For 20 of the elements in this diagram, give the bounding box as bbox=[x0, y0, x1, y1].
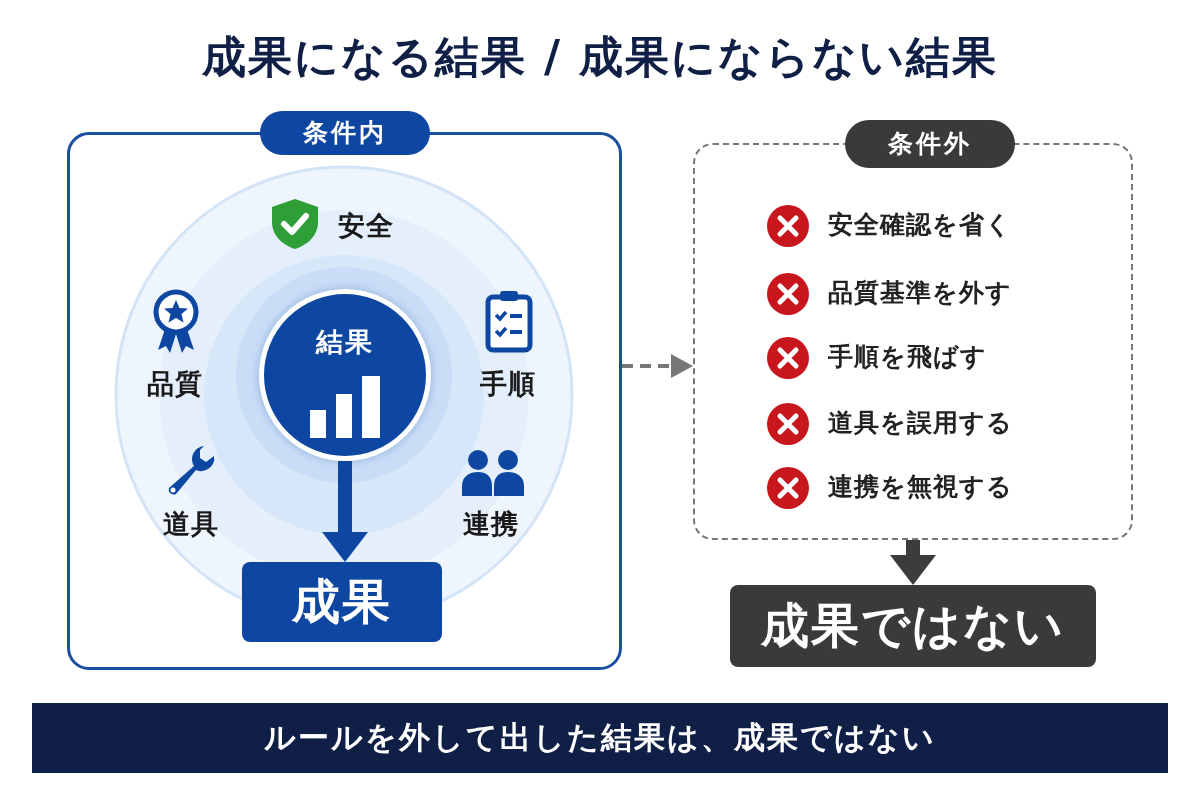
panel-heading-badge: 条件外 bbox=[845, 120, 1015, 168]
dashed-arrow bbox=[622, 354, 693, 378]
summary-banner: ルールを外して出した結果は、成果ではない bbox=[32, 703, 1168, 773]
arrow bbox=[322, 461, 368, 562]
outcome-box: 成果 bbox=[242, 562, 442, 642]
list-item: 品質基準を外す bbox=[828, 277, 1012, 309]
category-label: 道具 bbox=[163, 507, 219, 541]
arrow bbox=[890, 540, 936, 585]
category-label: 安全 bbox=[338, 209, 394, 243]
category-label: 品質 bbox=[147, 367, 203, 401]
title: 成果になる結果 / 成果にならない結果 bbox=[200, 30, 1000, 84]
circle-label: 結果 bbox=[314, 325, 375, 359]
panel-heading-badge: 条件内 bbox=[259, 111, 430, 155]
list-item: 手順を飛ばす bbox=[828, 341, 987, 373]
outcome-box: 成果ではない bbox=[730, 585, 1096, 667]
category-label: 手順 bbox=[480, 367, 536, 401]
list-item: 道具を誤用する bbox=[828, 407, 1013, 439]
category-label: 連携 bbox=[463, 507, 519, 541]
list-item: 連携を無視する bbox=[828, 471, 1013, 503]
list-item: 安全確認を省く bbox=[828, 209, 1012, 241]
